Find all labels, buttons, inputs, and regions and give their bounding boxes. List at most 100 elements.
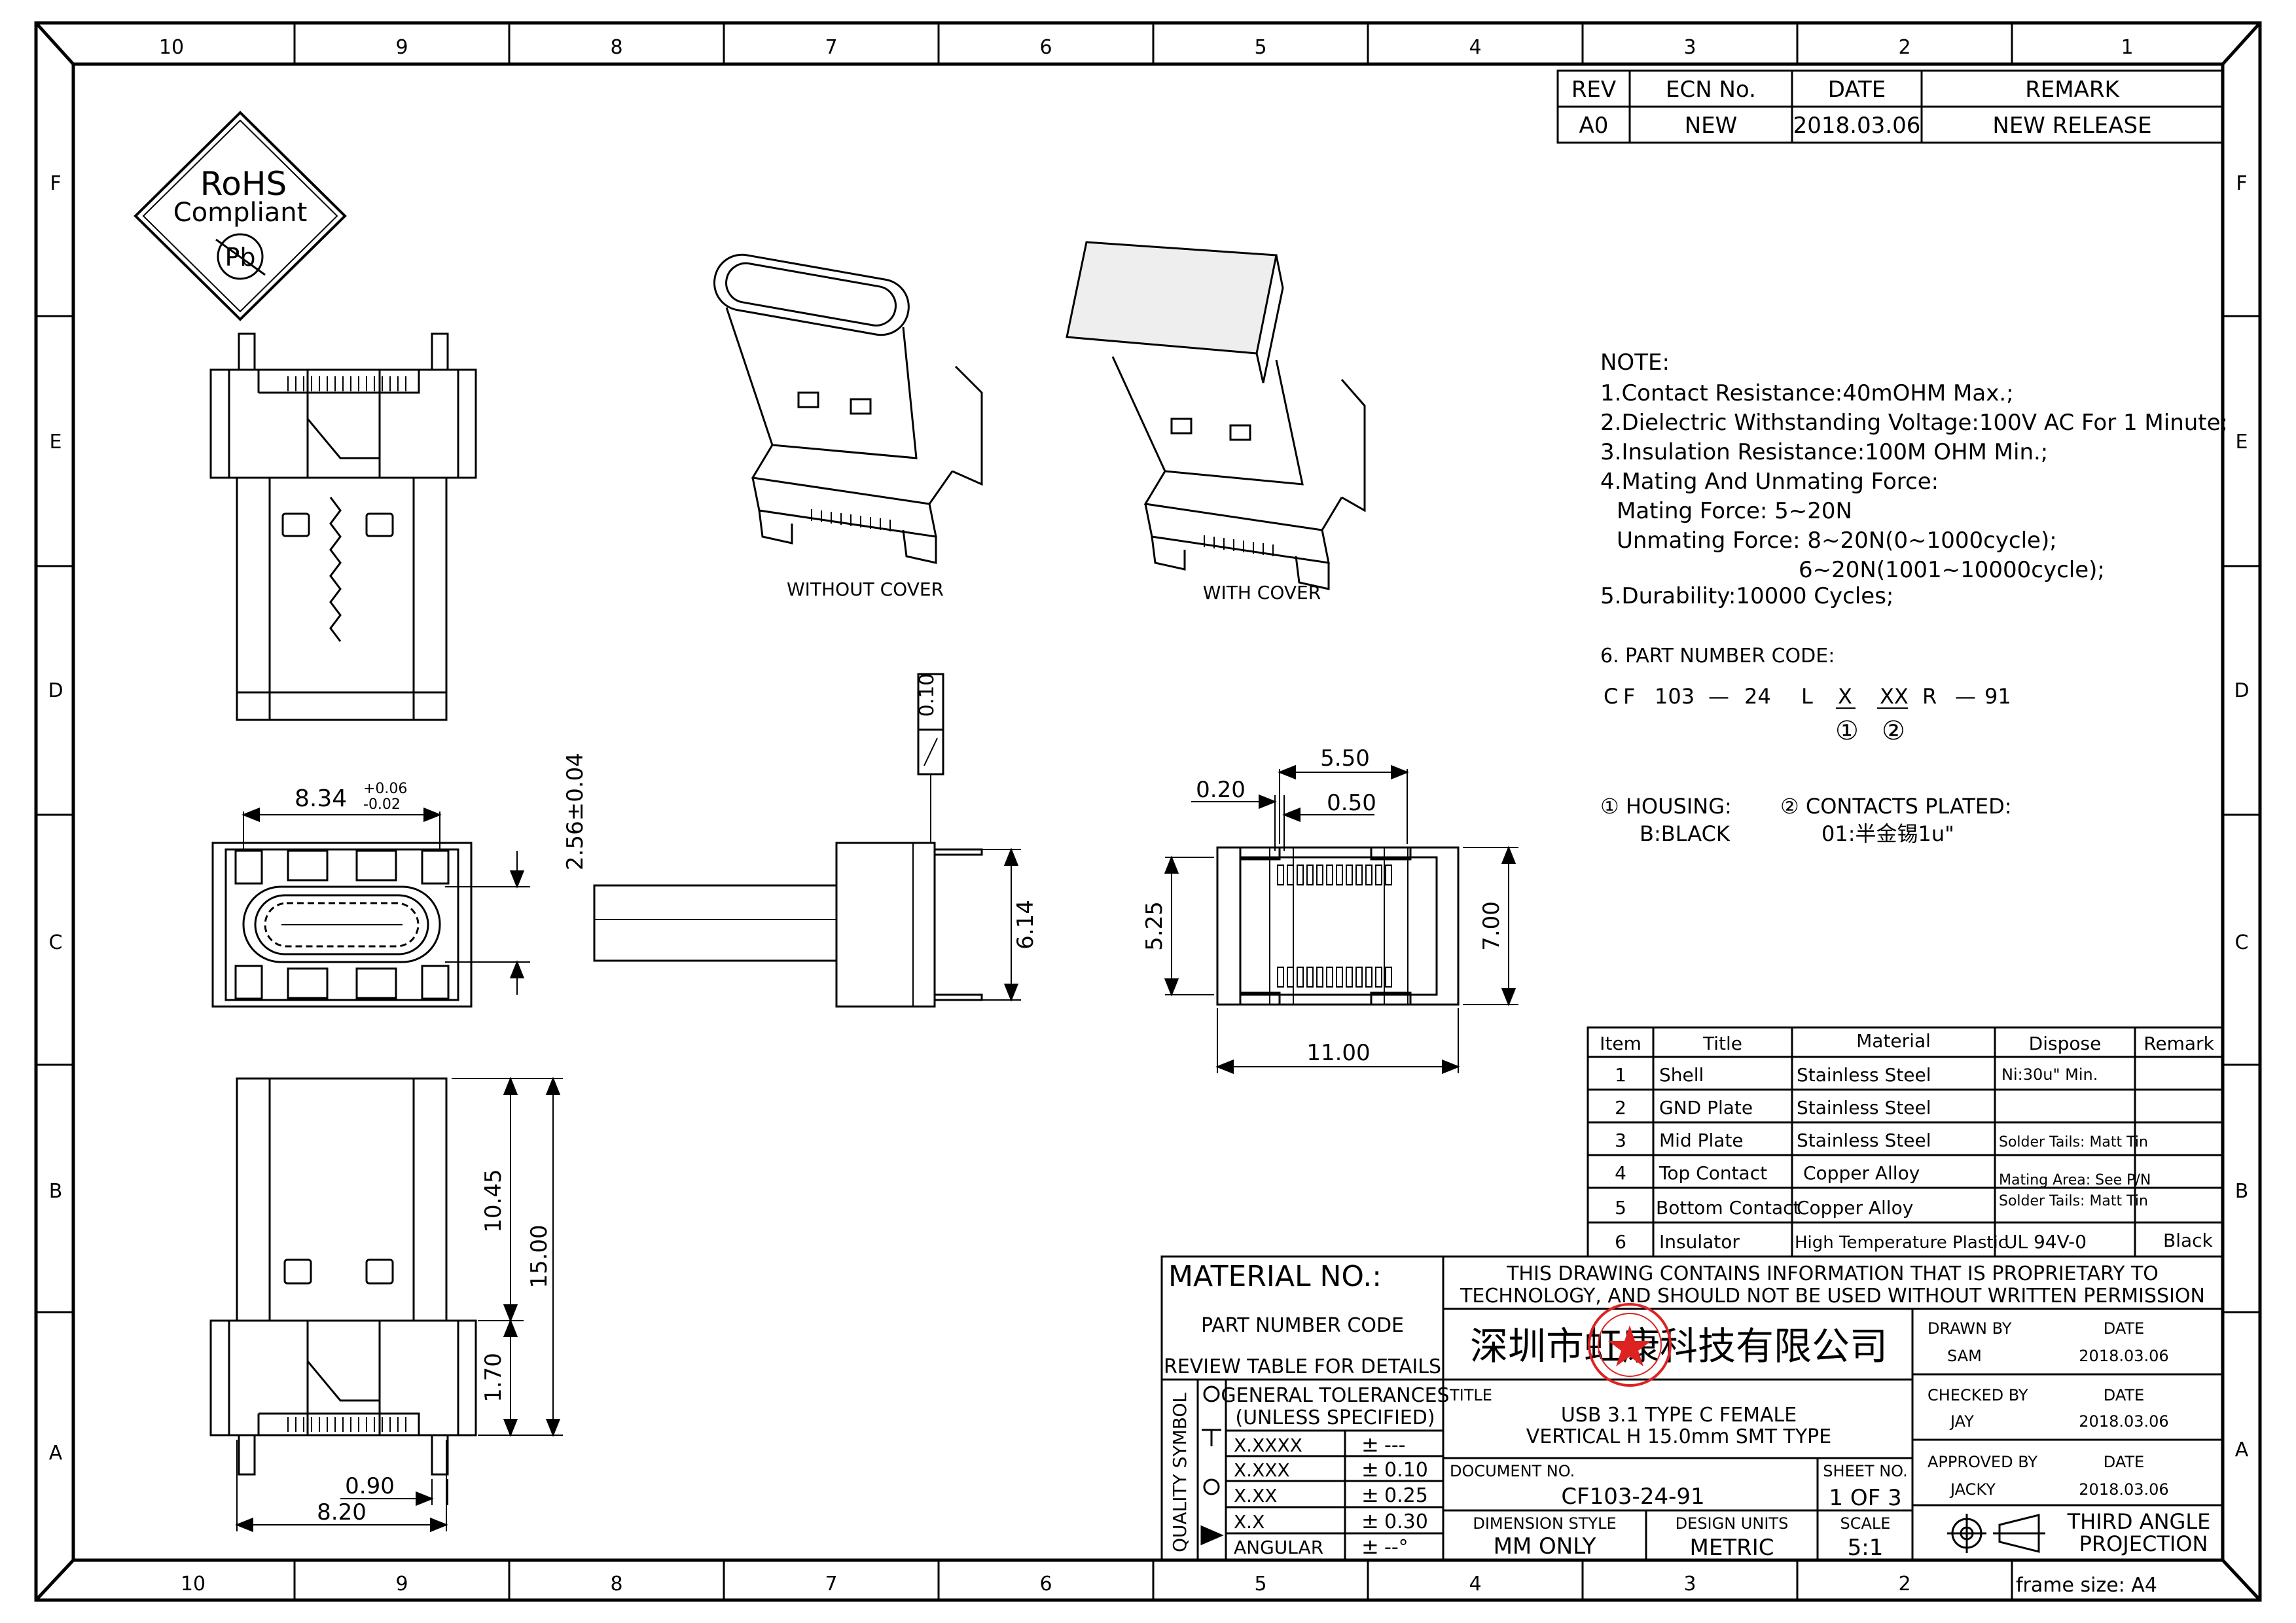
proprietary-line-2: TECHNOLOGY, AND SHOULD NOT BE USED WITHO… [1460,1285,2205,1308]
dim-0-90: 0.90 [345,1473,395,1499]
tol-value: 0.10 [1384,1459,1428,1482]
document-no: CF103-24-91 [1561,1484,1704,1510]
dim-8-20: 8.20 [317,1499,367,1525]
design-units-label: DESIGN UNITS [1676,1514,1789,1533]
zone-bottom: 4 [1469,1573,1481,1596]
zone-bottom: 5 [1254,1573,1266,1596]
proprietary-line-1: THIS DRAWING CONTAINS INFORMATION THAT I… [1506,1262,2159,1285]
part-code-seg: F [1623,684,1635,709]
footprint-view [1216,846,1460,1006]
zone-top: 2 [1898,36,1910,59]
dim-5-50: 5.50 [1320,745,1370,772]
without-cover-label: WITHOUT COVER [787,579,944,600]
zone-top: 9 [395,36,408,59]
quality-symbols [1200,1385,1224,1546]
dim-11-00: 11.00 [1306,1040,1370,1066]
dim-0-50: 0.50 [1327,790,1376,816]
frame-size-cell: frame size: A4 [2011,1560,2157,1600]
zone-bottom: 10 [181,1573,206,1596]
zone-top: 4 [1469,36,1481,59]
tol-pm: ± [1361,1534,1379,1559]
zone-bottom: 6 [1039,1573,1052,1596]
zone-labels: 10 9 8 7 6 5 4 3 2 1 10 9 8 7 6 5 4 3 2 … [48,36,2249,1596]
part-code: C F 103 — 24 L X XX R — 91 ① ② [1604,684,2011,746]
approved-by-label: APPROVED BY [1928,1453,2037,1471]
checked-by: JAY [1949,1412,1974,1431]
remark-header: REMARK [2025,77,2120,103]
bom-material: Stainless Steel [1797,1097,1931,1118]
dimension-style-label: DIMENSION STYLE [1473,1514,1616,1533]
part-code-seg: R [1922,684,1937,709]
approved-date: 2018.03.06 [2079,1480,2168,1499]
bom-title: Shell [1659,1064,1704,1086]
bom-item: 1 [1615,1064,1626,1086]
code-legend: ① HOUSING: B:BLACK ② CONTACTS PLATED: 01… [1600,794,2012,846]
flatness-value: 0.10 [916,673,939,717]
dim-8-34-tol-plus: +0.06 [363,781,407,797]
bom-title: GND Plate [1659,1097,1753,1118]
bom-title: Mid Plate [1659,1130,1744,1151]
drawn-date-label: DATE [2104,1319,2144,1338]
contacts-value: 01:半金锡1u" [1821,821,1954,846]
part-code-circle-2: ② [1882,716,1905,746]
part-code-seg: 91 [1984,684,2011,709]
tol-format: X.XXXX [1234,1435,1302,1456]
bom-dispose: Solder Tails: Matt Tin [1999,1193,2148,1209]
dim-width-8-34 [242,807,442,851]
note-line: 3.Insulation Resistance:100M OHM Min.; [1600,439,2048,465]
drawing-title-2: VERTICAL H 15.0mm SMT TYPE [1526,1425,1831,1448]
zone-top: 5 [1254,36,1266,59]
part-number-code-label: PART NUMBER CODE [1201,1314,1404,1337]
bom-remark: Black [2163,1230,2214,1251]
bom-item: 4 [1615,1162,1626,1184]
dim-0-20: 0.20 [1196,777,1246,803]
drawing-frame [34,21,2262,1602]
zone-top: 6 [1039,36,1052,59]
bom-item: 2 [1615,1097,1626,1118]
zone-top: 3 [1683,36,1696,59]
general-tolerances: GENERAL TOLERANCES [1221,1384,1449,1407]
contacts-label: ② CONTACTS PLATED: [1780,794,2012,819]
title-block-grid [1160,1255,2224,1561]
rev-header: REV [1571,77,1616,103]
material-no-label: MATERIAL NO.: [1168,1260,1382,1293]
tol-pm: ± [1361,1508,1379,1533]
part-code-seg: — [1955,684,1976,709]
zone-right: E [2236,431,2248,454]
bom-material: Copper Alloy [1797,1197,1913,1219]
notes-block: NOTE: 1.Contact Resistance:40mOHM Max.; … [1600,349,2228,668]
zone-right: A [2235,1438,2249,1461]
company-seal [1588,1303,1672,1387]
top-view-front [209,332,477,721]
bom-material: Stainless Steel [1797,1064,1931,1086]
dim-7-00: 7.00 [1479,901,1505,951]
footprint-dimensions [1164,764,1518,1075]
bom-header: Title [1702,1033,1742,1054]
zone-left: A [49,1442,63,1465]
drawn-date: 2018.03.06 [2079,1347,2168,1365]
zone-top: 7 [825,36,837,59]
projection-line-2: PROJECTION [2079,1531,2208,1556]
drawing-title-1: USB 3.1 TYPE C FEMALE [1561,1404,1797,1427]
tol-format: X.X [1234,1511,1265,1533]
drawn-by: SAM [1947,1347,1982,1365]
drawn-by-label: DRAWN BY [1928,1319,2012,1338]
bom-material: Stainless Steel [1797,1130,1931,1151]
bom-dispose: UL 94V-0 [2004,1231,2087,1253]
dim-8-34-tol-minus: -0.02 [363,796,401,813]
bom-title: Insulator [1659,1231,1740,1253]
dim-5-25: 5.25 [1141,901,1168,951]
part-code-seg: 103 [1655,684,1695,709]
approved-date-label: DATE [2104,1453,2144,1471]
bom-item: 6 [1615,1231,1626,1253]
tol-pm: ± [1361,1482,1379,1507]
date-header: DATE [1828,77,1886,103]
bom-title: Top Contact [1659,1162,1767,1184]
tol-pm: ± [1361,1457,1379,1482]
tol-value: 0.30 [1384,1510,1428,1533]
bom-dispose: Mating Area: See P/N [1999,1172,2151,1188]
bom-dispose: Ni:30u" Min. [2001,1065,2098,1084]
projection-line-1: THIRD ANGLE [2067,1509,2211,1534]
zone-left: F [50,172,61,195]
note-line: 4.Mating And Unmating Force: [1600,469,1939,495]
